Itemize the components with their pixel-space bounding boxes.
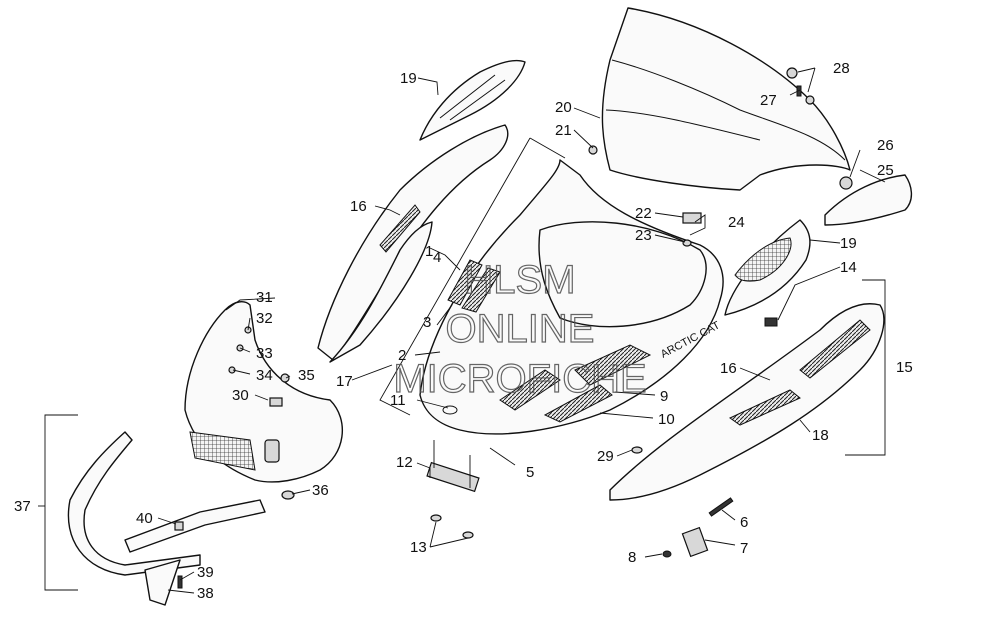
callout-1: 1 <box>425 243 433 260</box>
callout-20: 20 <box>555 99 572 116</box>
callout-17: 17 <box>336 373 353 390</box>
callout-4: 4 <box>433 249 441 266</box>
hardware <box>174 145 778 589</box>
callout-37: 37 <box>14 498 31 515</box>
callout-labels: 1 2 3 4 5 6 7 8 9 10 11 12 13 14 15 16 1… <box>14 60 913 602</box>
callout-14: 14 <box>840 259 857 276</box>
callout-35: 35 <box>298 367 315 384</box>
callout-38: 38 <box>197 585 214 602</box>
upper-left-trim <box>419 59 526 141</box>
callout-8: 8 <box>628 549 636 566</box>
callout-2: 2 <box>398 347 406 364</box>
callout-40: 40 <box>136 510 153 527</box>
callout-33: 33 <box>256 345 273 362</box>
callout-19b: 19 <box>840 235 857 252</box>
watermark-line2: ONLINE <box>446 307 595 351</box>
callout-5: 5 <box>526 464 534 481</box>
callout-32: 32 <box>256 310 273 327</box>
watermark-line3: MICROFICHE <box>393 357 646 401</box>
callout-28: 28 <box>833 60 850 77</box>
callout-34: 34 <box>256 367 273 384</box>
callout-6: 6 <box>740 514 748 531</box>
callout-39: 39 <box>197 564 214 581</box>
callout-22: 22 <box>635 205 652 222</box>
callout-29: 29 <box>597 448 614 465</box>
watermark-line1: HLSM <box>464 258 575 302</box>
left-side-panel <box>317 124 509 363</box>
callout-9: 9 <box>660 388 668 405</box>
callout-12: 12 <box>396 454 413 471</box>
hood: ARCTIC CAT <box>419 159 724 435</box>
callout-16b: 16 <box>720 360 737 377</box>
right-side-panel <box>609 303 885 501</box>
callout-26: 26 <box>877 137 894 154</box>
callout-10: 10 <box>658 411 675 428</box>
callout-27: 27 <box>760 92 777 109</box>
callout-21: 21 <box>555 122 572 139</box>
nose-panel <box>184 301 344 483</box>
windshield <box>601 7 851 191</box>
upper-right-trim <box>724 219 811 316</box>
callout-23: 23 <box>635 227 652 244</box>
mirror-assembly <box>824 174 913 226</box>
callout-36: 36 <box>312 482 329 499</box>
callout-11: 11 <box>390 392 406 409</box>
callout-19a: 19 <box>400 70 417 87</box>
callout-13: 13 <box>410 539 427 556</box>
callout-7: 7 <box>740 540 748 557</box>
callout-25: 25 <box>877 162 894 179</box>
leader-lines <box>38 67 886 594</box>
callout-16a: 16 <box>350 198 367 215</box>
front-bumper <box>67 431 266 606</box>
callout-15: 15 <box>896 359 913 376</box>
watermark: HLSM ONLINE MICROFICHE <box>393 257 648 401</box>
callout-31: 31 <box>256 289 273 306</box>
callout-18: 18 <box>812 427 829 444</box>
callout-3: 3 <box>423 314 431 331</box>
callout-30: 30 <box>232 387 249 404</box>
callout-24: 24 <box>728 214 745 231</box>
